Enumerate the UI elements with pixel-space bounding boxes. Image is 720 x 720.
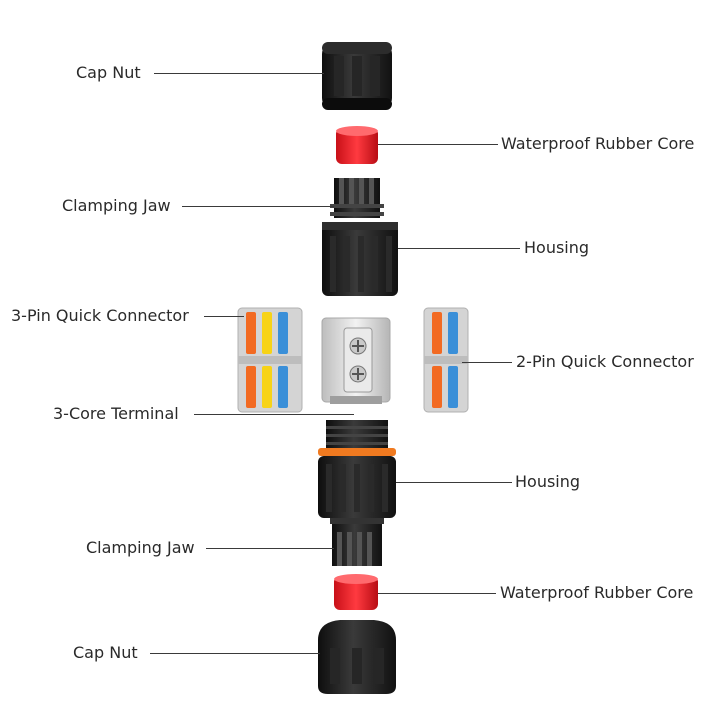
label-housing-bottom: Housing	[515, 472, 581, 491]
label-rubber-core-bottom: Waterproof Rubber Core	[500, 583, 694, 602]
three-pin-quick-connector	[237, 307, 303, 413]
leader-housing-top	[398, 248, 520, 249]
leader-rubber-core-bottom	[378, 593, 496, 594]
two-pin-quick-connector	[423, 307, 469, 413]
label-housing-top: Housing	[524, 238, 590, 257]
clamping-jaw-bottom	[330, 518, 384, 566]
leader-clamping-jaw-top	[182, 206, 334, 207]
label-two-pin: 2-Pin Quick Connector	[516, 352, 694, 371]
cap-nut-top	[322, 42, 392, 110]
leader-cap-nut-top	[154, 73, 324, 74]
leader-two-pin	[462, 362, 512, 363]
label-cap-nut-bottom: Cap Nut	[73, 643, 138, 662]
leader-rubber-core-top	[378, 144, 498, 145]
label-rubber-core-top: Waterproof Rubber Core	[501, 134, 695, 153]
label-three-core: 3-Core Terminal	[53, 404, 179, 423]
label-cap-nut-top: Cap Nut	[76, 63, 141, 82]
leader-three-core	[194, 414, 354, 415]
housing-bottom	[318, 420, 396, 518]
label-clamping-jaw-bottom: Clamping Jaw	[86, 538, 195, 557]
leader-three-pin	[204, 316, 244, 317]
cap-nut-bottom	[318, 620, 396, 694]
label-clamping-jaw-top: Clamping Jaw	[62, 196, 171, 215]
leader-cap-nut-bottom	[150, 653, 320, 654]
label-three-pin: 3-Pin Quick Connector	[11, 306, 189, 325]
rubber-core-bottom	[334, 574, 378, 610]
three-core-terminal	[321, 317, 391, 404]
clamping-jaw-and-housing-top	[322, 178, 398, 296]
leader-housing-bottom	[396, 482, 512, 483]
rubber-core-top	[336, 126, 378, 164]
leader-clamping-jaw-bottom	[206, 548, 334, 549]
